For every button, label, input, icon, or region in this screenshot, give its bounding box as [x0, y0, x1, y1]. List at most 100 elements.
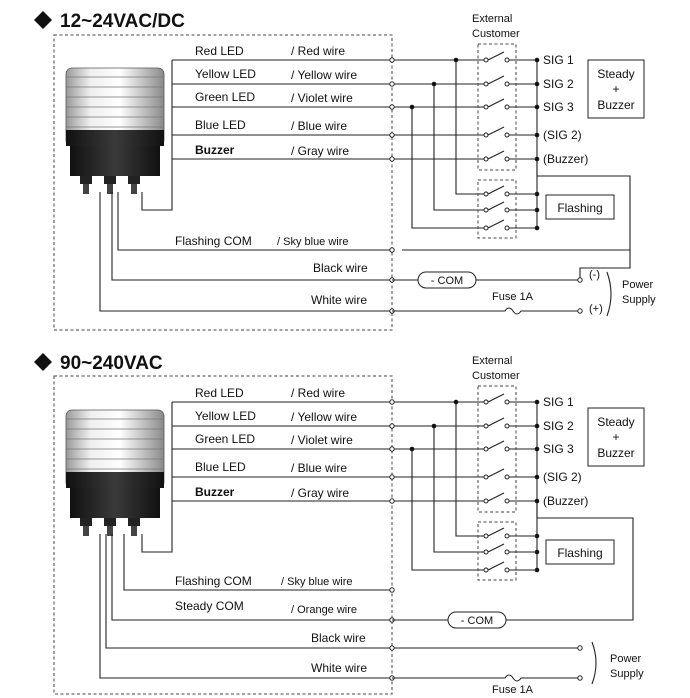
fuse-label: Fuse 1A — [492, 684, 534, 696]
section-90-240vac: 90~240VAC Red LED / Red wire Yellow LED … — [34, 353, 645, 696]
flashing-com-wire — [117, 192, 392, 251]
buzzer-text: Buzzer — [597, 98, 634, 112]
supply-label: Supply — [610, 668, 644, 680]
diamond-bullet-icon — [34, 11, 52, 29]
terminal — [577, 645, 583, 651]
switch-contacts — [483, 51, 537, 231]
com-label: - COM — [431, 275, 463, 287]
sky-blue-wire-label: / Sky blue wire — [277, 236, 349, 248]
yellow-wire-label: / Yellow wire — [291, 68, 357, 82]
power-label: Power — [622, 279, 654, 291]
gray-wire-label: / Gray wire — [291, 144, 349, 158]
sig2-label: SIG 2 — [543, 77, 574, 91]
flashing-box — [545, 194, 615, 220]
led-wire-terminals — [389, 399, 395, 504]
branch-green — [411, 449, 484, 571]
yellow-led-label: Yellow LED — [195, 409, 256, 423]
section-12-24vac-dc: 12~24VAC/DC Red LED / Red wire Yellow LE… — [34, 11, 656, 331]
red-wire-label: / Red wire — [291, 44, 345, 58]
sig2-alt-label: (SIG 2) — [543, 470, 582, 484]
sig3-label: SIG 3 — [543, 100, 574, 114]
red-led-label: Red LED — [195, 386, 244, 400]
sky-blue-wire-label: / Sky blue wire — [281, 576, 353, 588]
led-wire-terminals — [389, 57, 395, 162]
supply-label: Supply — [622, 294, 656, 306]
terminal — [389, 645, 395, 651]
steady-text: Steady — [597, 415, 634, 429]
flashing-text: Flashing — [557, 201, 602, 215]
customer-label: Customer — [472, 370, 520, 382]
steady-com-label: Steady COM — [175, 599, 244, 613]
blue-wire-label: / Blue wire — [291, 461, 347, 475]
external-label: External — [472, 13, 512, 25]
section-title: 12~24VAC/DC — [60, 11, 185, 32]
switch-contacts — [483, 393, 537, 573]
orange-wire-label: / Orange wire — [291, 604, 357, 616]
plus-label: (+) — [589, 303, 603, 315]
red-wire-label: / Red wire — [291, 386, 345, 400]
fuse-symbol — [392, 674, 580, 682]
terminal — [577, 675, 583, 681]
white-wire — [99, 534, 392, 679]
flashing-com-label: Flashing COM — [175, 234, 252, 248]
steady-buzzer-box — [587, 407, 645, 467]
green-led-label: Green LED — [195, 432, 255, 446]
com-box — [447, 611, 507, 629]
sig1-label: SIG 1 — [543, 53, 574, 67]
com-label: - COM — [461, 615, 493, 627]
power-label: Power — [610, 653, 642, 665]
power-bracket — [591, 641, 597, 685]
buzzer-text: Buzzer — [597, 446, 634, 460]
customer-label: Customer — [472, 28, 520, 40]
sig2-label: SIG 2 — [543, 419, 574, 433]
flashing-com-label: Flashing COM — [175, 574, 252, 588]
red-led-label: Red LED — [195, 44, 244, 58]
led-wires — [141, 401, 634, 621]
steady-text: Steady — [597, 67, 634, 81]
sig1-label: SIG 1 — [543, 395, 574, 409]
power-bracket — [606, 271, 612, 317]
flashing-switch-group — [477, 521, 517, 581]
steady-switch-group — [477, 385, 517, 513]
plus-text: + — [612, 430, 619, 444]
flashing-switch-group — [477, 179, 517, 239]
sig3-label: SIG 3 — [543, 442, 574, 456]
branch-green — [411, 107, 484, 229]
black-wire — [105, 534, 580, 649]
junction-dots — [409, 399, 540, 573]
branch-red — [455, 402, 484, 537]
plus-text: + — [612, 82, 619, 96]
terminal — [389, 247, 395, 253]
junction-dots — [409, 57, 540, 231]
buzzer-label: Buzzer — [195, 143, 235, 157]
steady-buzzer-box — [587, 59, 645, 119]
flashing-com-wire — [123, 534, 392, 591]
white-wire-label: White wire — [311, 661, 367, 675]
branch-yellow — [433, 426, 484, 553]
signal-tower — [65, 67, 165, 194]
green-led-label: Green LED — [195, 90, 255, 104]
fuse-symbol — [392, 307, 580, 315]
section-title: 90~240VAC — [60, 353, 163, 374]
device-enclosure — [53, 375, 393, 695]
diamond-bullet-icon — [34, 353, 52, 371]
blue-led-label: Blue LED — [195, 118, 246, 132]
black-wire — [111, 192, 392, 281]
signal-tower — [65, 409, 165, 536]
blue-led-label: Blue LED — [195, 460, 246, 474]
yellow-wire-label: / Yellow wire — [291, 410, 357, 424]
white-wire-label: White wire — [311, 293, 367, 307]
flashing-box — [545, 539, 615, 565]
gray-wire-label: / Gray wire — [291, 486, 349, 500]
buzzer-label: Buzzer — [195, 485, 235, 499]
black-wire-label: Black wire — [311, 631, 366, 645]
fuse-label: Fuse 1A — [492, 291, 534, 303]
led-wires — [141, 59, 631, 251]
branch-yellow — [433, 84, 484, 211]
flashing-text: Flashing — [557, 546, 602, 560]
buzzer-sig-label: (Buzzer) — [543, 494, 588, 508]
terminal — [389, 587, 395, 593]
white-wire — [99, 192, 392, 312]
violet-wire-label: / Violet wire — [291, 91, 353, 105]
